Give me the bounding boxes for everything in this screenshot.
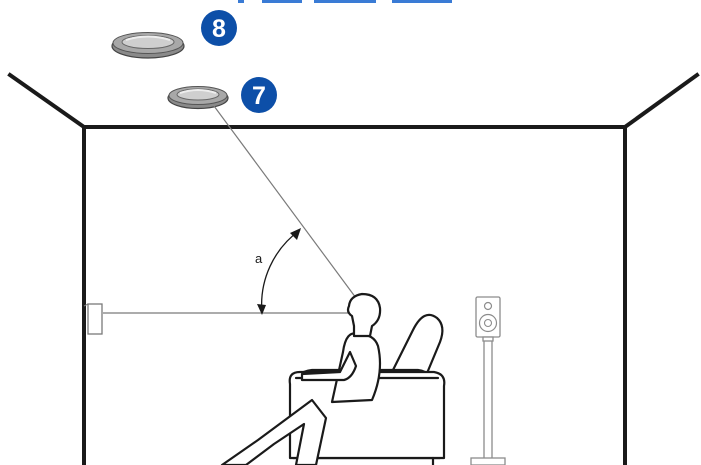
speaker-number-8: 8 bbox=[212, 15, 226, 43]
armchair-arm bbox=[288, 370, 446, 460]
speaker-number-7: 7 bbox=[252, 82, 266, 110]
floor-speaker-icon bbox=[470, 296, 506, 465]
ceiling-speaker-icon bbox=[167, 86, 229, 110]
listener-arm bbox=[300, 350, 358, 382]
listener-icon bbox=[220, 292, 382, 465]
arrowhead-lower bbox=[257, 304, 266, 315]
listener-legs bbox=[220, 398, 328, 465]
ceiling-edge-left bbox=[7, 72, 87, 130]
angle-label: a bbox=[255, 251, 263, 266]
cropped-heading-remnant bbox=[238, 0, 452, 3]
wall-speaker-icon bbox=[83, 303, 103, 335]
arrowhead-upper bbox=[290, 228, 301, 240]
ceiling-speaker-8: 8 bbox=[111, 10, 237, 59]
armchair-backrest bbox=[390, 313, 444, 380]
ceiling-speaker-icon bbox=[111, 32, 185, 59]
line-of-sight-to-ceiling-speaker bbox=[213, 105, 357, 299]
speaker-badge-8: 8 bbox=[201, 10, 237, 46]
armchair-icon bbox=[288, 313, 446, 465]
sight-lines bbox=[103, 105, 357, 314]
elevation-angle-indicator: a bbox=[255, 228, 301, 315]
listener-head bbox=[346, 292, 382, 338]
ceiling-edge-right bbox=[622, 72, 700, 130]
room-outline bbox=[7, 72, 700, 465]
speaker-badge-7: 7 bbox=[241, 77, 277, 113]
ceiling-speaker-7: 7 bbox=[167, 77, 277, 113]
